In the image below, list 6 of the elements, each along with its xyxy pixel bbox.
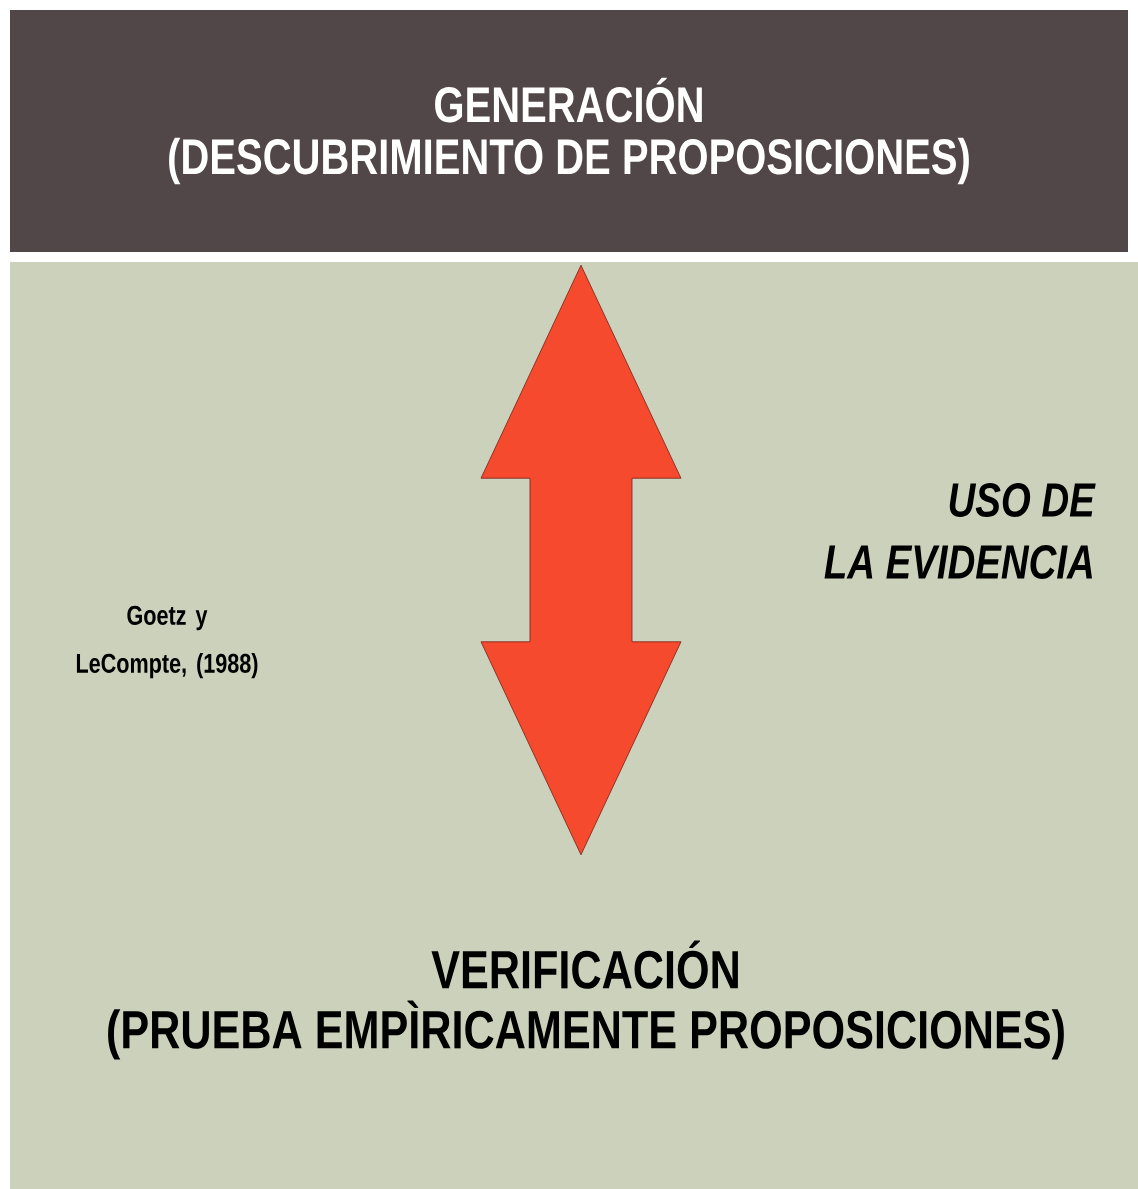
double-arrow — [480, 264, 682, 856]
side-label: USO DE — [949, 483, 1096, 517]
side-label: LA EVIDENCIA — [824, 545, 1092, 579]
title-band: GENERACIÓN (DESCUBRIMIENTO DE PROPOSICIONES) — [10, 10, 1128, 252]
heading-text: VERIFICACIÓN (PRUEBA EMPÌRICAMENTE PROPOSICIONES) — [108, 940, 1064, 1060]
citation-text: Goetz y LeCompte, (1988) — [76, 605, 258, 679]
